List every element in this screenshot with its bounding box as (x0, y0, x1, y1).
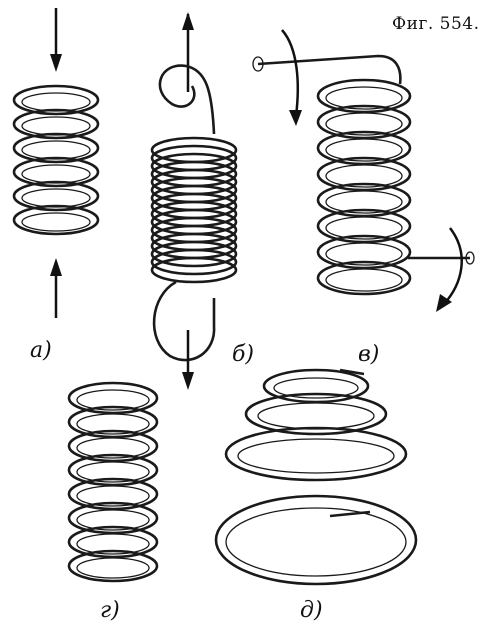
spring-b-tension (150, 12, 238, 390)
coil-turn-inner (76, 485, 150, 507)
label-d: д) (300, 598, 323, 623)
coil-turn-inner (76, 389, 150, 411)
coil-turn (316, 130, 412, 166)
coil-turn-inner (325, 112, 403, 136)
coil-turn (12, 180, 100, 212)
coil-turn (316, 234, 412, 270)
coil-turn (316, 156, 412, 192)
coil-turn (12, 132, 100, 164)
coil-turn (150, 256, 238, 284)
coil-turn (67, 525, 159, 559)
label-b: б) (232, 342, 255, 367)
coil-turn-inner (325, 190, 403, 214)
coil-turn-inner (76, 461, 150, 483)
figure-title: Фиг. 554. (392, 14, 480, 34)
coil-turn-inner (325, 164, 403, 188)
coil-turn (316, 104, 412, 140)
coil-turn-inner (21, 92, 91, 112)
coil-turn-inner (21, 188, 91, 208)
coil-turn-inner (21, 116, 91, 136)
coil-turn-inner (325, 242, 403, 266)
coil-turn (316, 208, 412, 244)
spring-g-ground (67, 381, 159, 583)
coil-turn (150, 240, 238, 268)
coil-turn-inner (21, 212, 91, 232)
label-a: а) (30, 338, 52, 363)
spring-a-compression (12, 8, 100, 318)
coil-turn-inner (76, 509, 150, 531)
coil-turn (316, 78, 412, 114)
coil-turn-inner (21, 140, 91, 160)
coil-turn (67, 501, 159, 535)
coil-turn-inner (76, 557, 150, 579)
coil-turn (12, 204, 100, 236)
coil-turn-inner (21, 164, 91, 184)
coil-turn-inner (325, 216, 403, 240)
coil-turn (12, 156, 100, 188)
coil-turn (316, 182, 412, 218)
spring-d-conical (214, 368, 418, 586)
coil-turn (67, 549, 159, 583)
coil-turn-inner (325, 268, 403, 292)
coil-turn (67, 405, 159, 439)
label-g: г) (100, 598, 120, 623)
coil-turn (12, 84, 100, 116)
coil-turn-inner (76, 413, 150, 435)
coil-turn (150, 248, 238, 276)
coil-turn-inner (325, 138, 403, 162)
label-v: в) (358, 342, 380, 367)
coil-turn (67, 381, 159, 415)
coil-turn (67, 477, 159, 511)
coil-turn (67, 429, 159, 463)
coil-turn (316, 260, 412, 296)
coil-turn-inner (76, 437, 150, 459)
coil-turn-inner (76, 533, 150, 555)
spring-v-torsion (252, 29, 475, 312)
coil-turn (12, 108, 100, 140)
coil-turn (67, 453, 159, 487)
coil-turn-inner (325, 86, 403, 110)
